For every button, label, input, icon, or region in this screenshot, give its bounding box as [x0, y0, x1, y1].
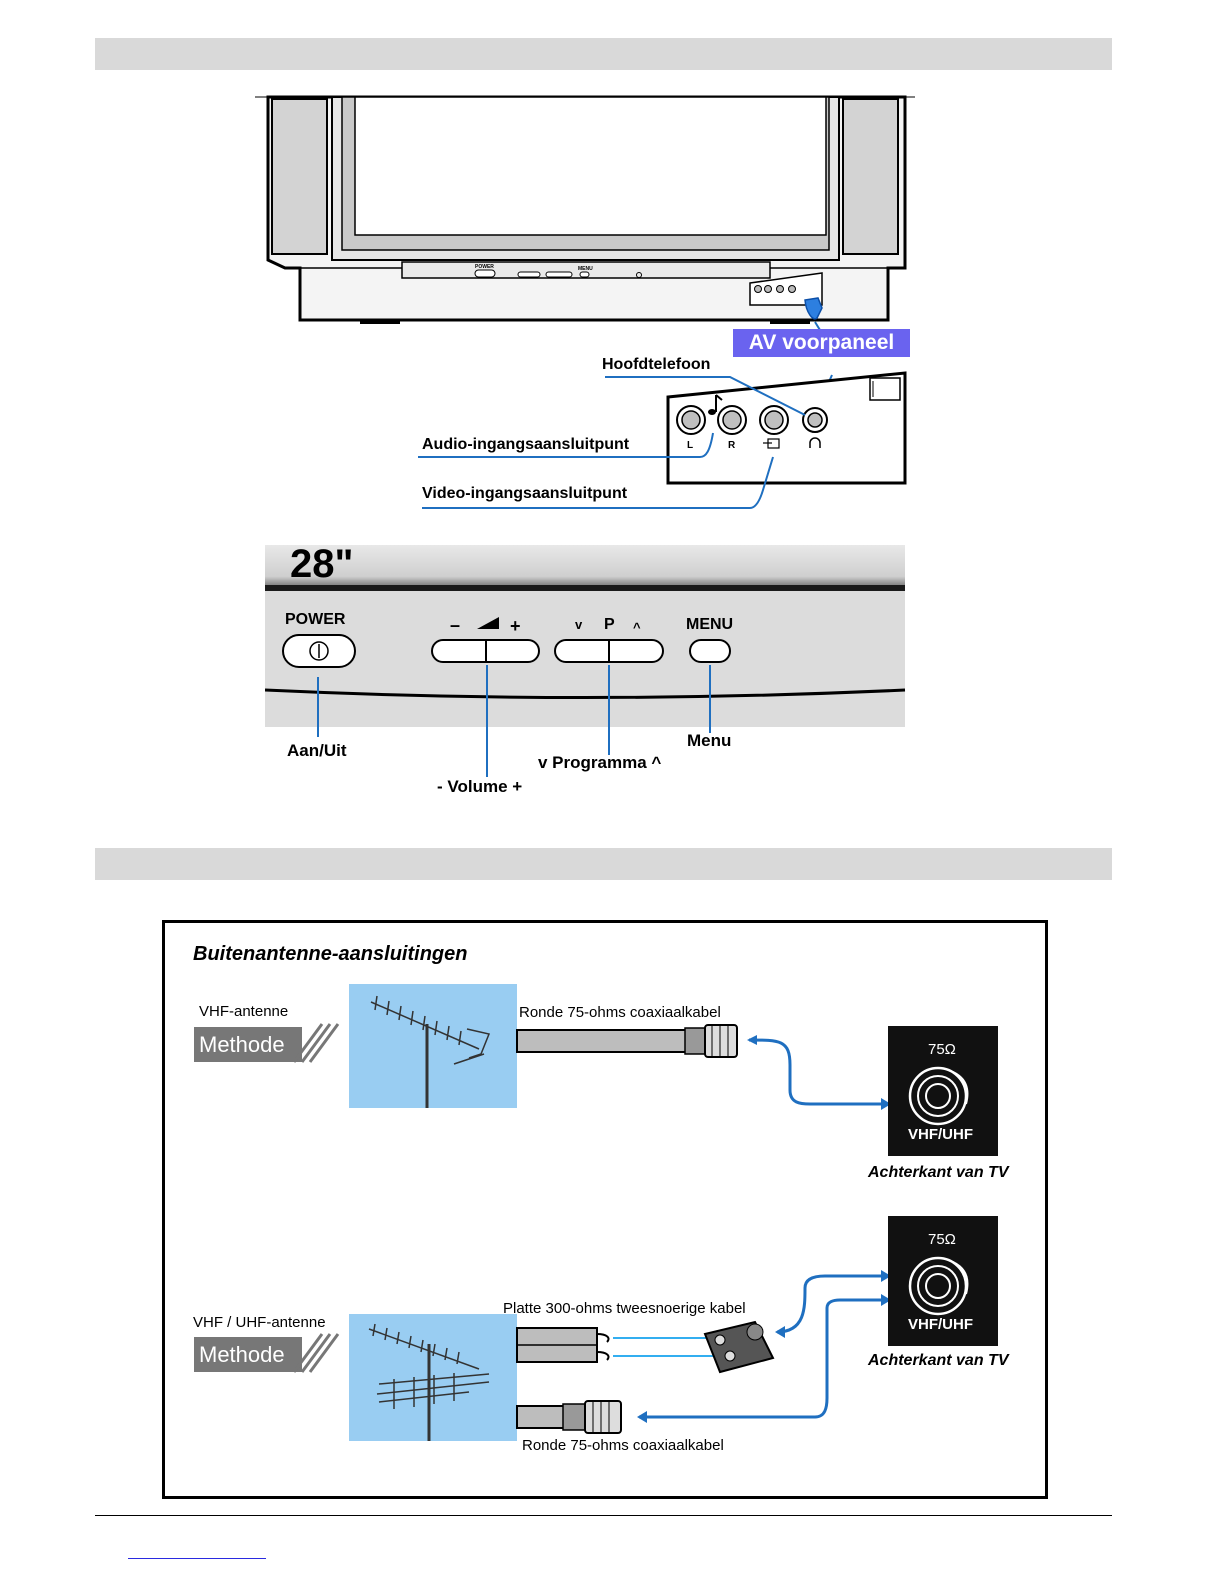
- headphone-label: Hoofdtelefoon: [602, 356, 711, 373]
- antenna-section-title: Buitenantenne-aansluitingen: [193, 943, 468, 965]
- audio-input-label: Audio-ingangsaansluitpunt: [422, 436, 630, 453]
- program-up-symbol: ^: [633, 620, 641, 635]
- method2-caption: Achterkant van TV: [868, 1352, 1009, 1369]
- program-letter: P: [604, 616, 615, 633]
- method1-coax-cable: [516, 1024, 891, 1110]
- footer-rule: [95, 1515, 1112, 1516]
- vhf-antenna-icon: [370, 995, 491, 1108]
- power-icon: [309, 641, 329, 661]
- video-input-icon: [763, 438, 780, 449]
- music-note-icon: [708, 394, 723, 415]
- left-speaker: [271, 98, 328, 255]
- control-callout-lines: [317, 665, 711, 777]
- program-callout: v Programma ^: [538, 753, 662, 772]
- volume-ramp-icon: [477, 617, 499, 629]
- av-panel-detail: L R: [418, 371, 907, 509]
- pointing-hand-icon: [804, 297, 823, 320]
- method1-caption: Achterkant van TV: [868, 1164, 1009, 1181]
- power-label: POWER: [285, 611, 346, 628]
- section-header-bar-antenna: [95, 848, 1112, 880]
- antenna-connections-box: [162, 920, 1048, 1499]
- footer-link-underline: [128, 1558, 266, 1559]
- av-front-panel-badge: AV voorpaneel: [733, 329, 910, 357]
- right-speaker: [842, 98, 899, 255]
- audio-right-jack: [717, 405, 747, 435]
- method2-port-label: VHF/UHF: [908, 1316, 973, 1333]
- video-jack: [759, 405, 789, 435]
- method1-port-ohm: 75Ω: [928, 1041, 956, 1058]
- tv-screen: [354, 96, 827, 236]
- audio-left-jack: [676, 405, 706, 435]
- method1-badge-label: Methode 1: [199, 1032, 285, 1092]
- control-panel-zoom: 28" POWER – + v P ^ MENU: [265, 545, 906, 727]
- headphone-jack: [802, 407, 828, 433]
- method1-cable-label: Ronde 75-ohms coaxiaalkabel: [519, 1004, 721, 1021]
- method2-badge-label: Methode 2: [199, 1342, 285, 1402]
- jack-label-left: L: [687, 440, 693, 451]
- coax-plug: [704, 1024, 738, 1058]
- method2-port-ohm: 75Ω: [928, 1231, 956, 1248]
- jack-label-right: R: [728, 440, 736, 451]
- screen-size-label: 28": [290, 545, 353, 586]
- vhf-antenna-image: [349, 984, 517, 1108]
- vhf-uhf-antenna-image: [349, 1314, 517, 1441]
- method2-badge-stripes: [294, 1333, 340, 1373]
- volume-callout: - Volume +: [437, 777, 523, 796]
- menu-label: MENU: [686, 616, 733, 633]
- method1-port-label: VHF/UHF: [908, 1126, 973, 1143]
- tv-power-text: POWER: [475, 264, 494, 270]
- method1-badge: Methode 1: [194, 1027, 302, 1092]
- tv-front-illustration: POWER MENU: [255, 95, 915, 330]
- menu-button-graphic: [689, 639, 731, 663]
- video-input-label: Video-ingangsaansluitpunt: [422, 485, 628, 502]
- headphone-icon: [809, 437, 821, 448]
- av-badge-label: AV voorpaneel: [748, 331, 895, 354]
- method2-flat-cable-label: Platte 300-ohms tweesnoerige kabel: [503, 1300, 746, 1317]
- section-header-bar-front: [95, 38, 1112, 70]
- menu-callout: Menu: [687, 731, 732, 750]
- tv-menu-text: MENU: [578, 266, 593, 272]
- matching-transformer: [703, 1320, 775, 1374]
- program-down-symbol: v: [575, 617, 583, 632]
- power-callout: Aan/Uit: [287, 741, 347, 760]
- method2-badge: Methode 2: [194, 1337, 302, 1402]
- method2-port-icon: [908, 1256, 969, 1316]
- method2-coax-cable: [516, 1405, 566, 1429]
- method2-cables: [516, 1270, 891, 1434]
- method1-port-icon: [908, 1066, 969, 1126]
- vhf-uhf-antenna-icon: [368, 1323, 490, 1441]
- method2-antenna-label: VHF / UHF-antenne: [193, 1314, 326, 1331]
- volume-plus-symbol: +: [510, 616, 521, 636]
- volume-minus-symbol: –: [450, 615, 460, 635]
- method1-badge-stripes: [294, 1023, 340, 1063]
- method2-coax-cable-label: Ronde 75-ohms coaxiaalkabel: [522, 1437, 724, 1454]
- method1-antenna-label: VHF-antenne: [199, 1003, 289, 1020]
